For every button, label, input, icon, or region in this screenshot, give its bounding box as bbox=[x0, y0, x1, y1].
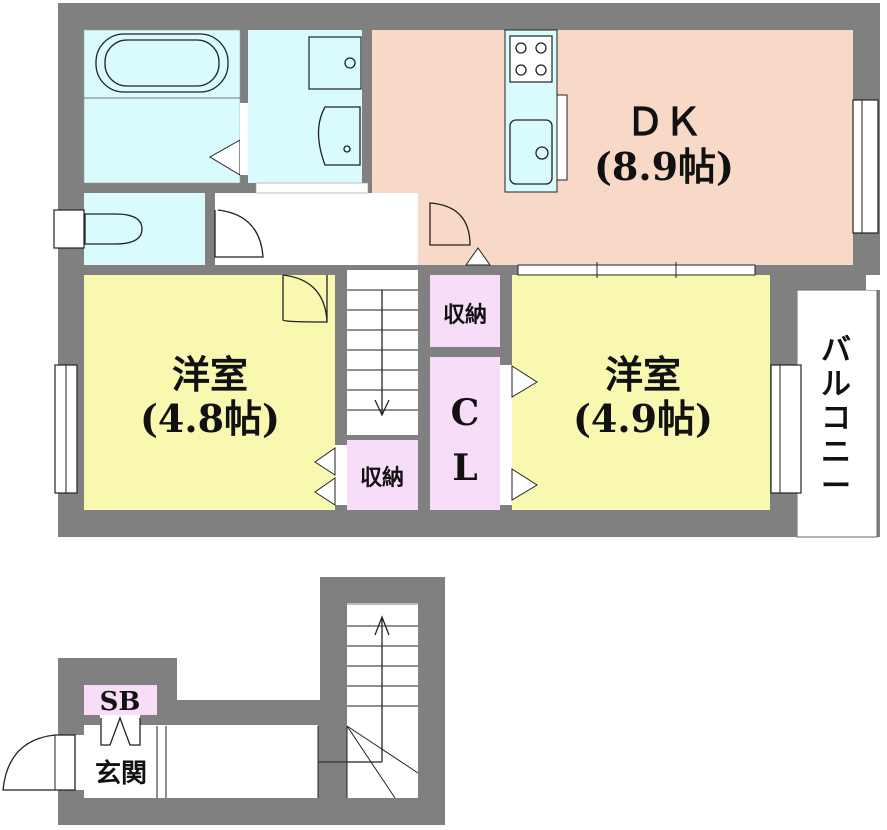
storage-bottom bbox=[347, 440, 418, 510]
window-dk bbox=[852, 99, 879, 234]
washing-machine-icon bbox=[308, 36, 362, 90]
dk-size: (8.9帖) bbox=[594, 144, 734, 189]
corridor bbox=[157, 725, 318, 798]
entrance bbox=[84, 725, 157, 798]
balcony-char: ニ bbox=[821, 435, 851, 470]
western-b-name: 洋室 bbox=[605, 352, 681, 397]
closet bbox=[430, 357, 500, 510]
shoe-box-label: SB bbox=[100, 687, 141, 717]
western-room-b bbox=[512, 275, 770, 510]
storage-top-label: 収納 bbox=[443, 302, 487, 328]
balcony-char: ル bbox=[821, 367, 851, 402]
western-b-size: (4.9帖) bbox=[573, 396, 713, 441]
door-toilet[interactable] bbox=[214, 209, 264, 258]
door-dk[interactable] bbox=[429, 202, 471, 246]
toilet-tank-icon bbox=[53, 209, 85, 249]
entrance-label: 玄関 bbox=[95, 758, 147, 789]
balcony-char: ー bbox=[821, 469, 851, 504]
shoe-box bbox=[84, 685, 157, 715]
bathtub-icon bbox=[95, 33, 229, 93]
dining-kitchen bbox=[372, 30, 853, 265]
door-western-a[interactable] bbox=[282, 274, 328, 323]
washbasin-icon bbox=[317, 106, 361, 166]
sliding-door[interactable] bbox=[517, 264, 756, 276]
storage-bottom-label: 収納 bbox=[360, 465, 404, 491]
balcony bbox=[796, 289, 878, 538]
western-a-name: 洋室 bbox=[172, 352, 248, 397]
toilet bbox=[84, 193, 205, 265]
shoe-box-doors[interactable] bbox=[100, 716, 141, 746]
western-room-a bbox=[84, 275, 335, 510]
stove-icon bbox=[509, 35, 553, 83]
hallway bbox=[215, 193, 418, 265]
stairs-up-arrow-icon bbox=[347, 615, 390, 763]
closet-label-2: L bbox=[452, 447, 477, 489]
storage-top bbox=[430, 275, 500, 347]
kitchen-sink-icon bbox=[509, 119, 553, 185]
toilet-bowl-icon bbox=[84, 213, 143, 245]
dk-name: ＤＫ bbox=[626, 99, 702, 144]
western-a-size: (4.8帖) bbox=[140, 396, 280, 441]
balcony-char: バ bbox=[821, 333, 851, 368]
window-western-b bbox=[770, 364, 802, 494]
balcony-char: コ bbox=[821, 401, 851, 436]
lower-floor: SB 玄関 bbox=[2, 577, 445, 825]
stairs-down-arrow-icon bbox=[374, 290, 390, 417]
closet-label-1: C bbox=[451, 392, 480, 434]
entrance-door[interactable] bbox=[2, 734, 76, 791]
upper-floor: ＤＫ (8.9帖) 洋室 (4.8帖) 洋室 (4.9帖) 収納 収納 C L … bbox=[53, 3, 880, 538]
